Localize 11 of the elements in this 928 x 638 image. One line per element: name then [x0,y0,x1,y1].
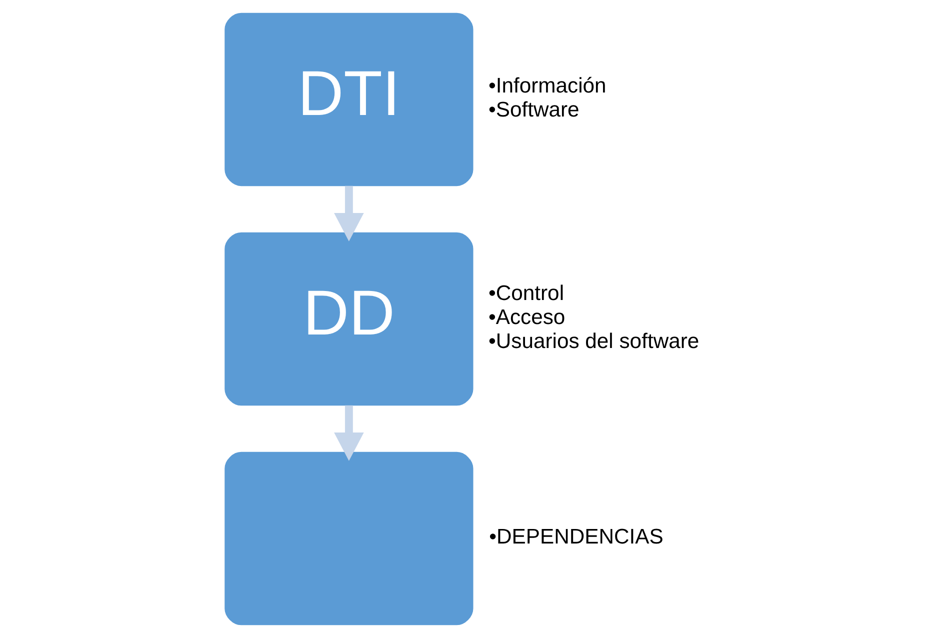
node-label: •Usuarios del software [488,330,700,353]
node-label: •Control [488,282,564,306]
node-box [224,452,474,626]
node-label: •DEPENDENCIAS [489,526,664,549]
node-label: •Acceso [488,306,566,330]
node-label: •Información [488,74,606,98]
arrow [334,405,364,461]
node-box: DTI [224,12,474,186]
node-label: •Software [488,98,580,122]
arrow [334,186,364,242]
node-box: DD [224,232,474,406]
